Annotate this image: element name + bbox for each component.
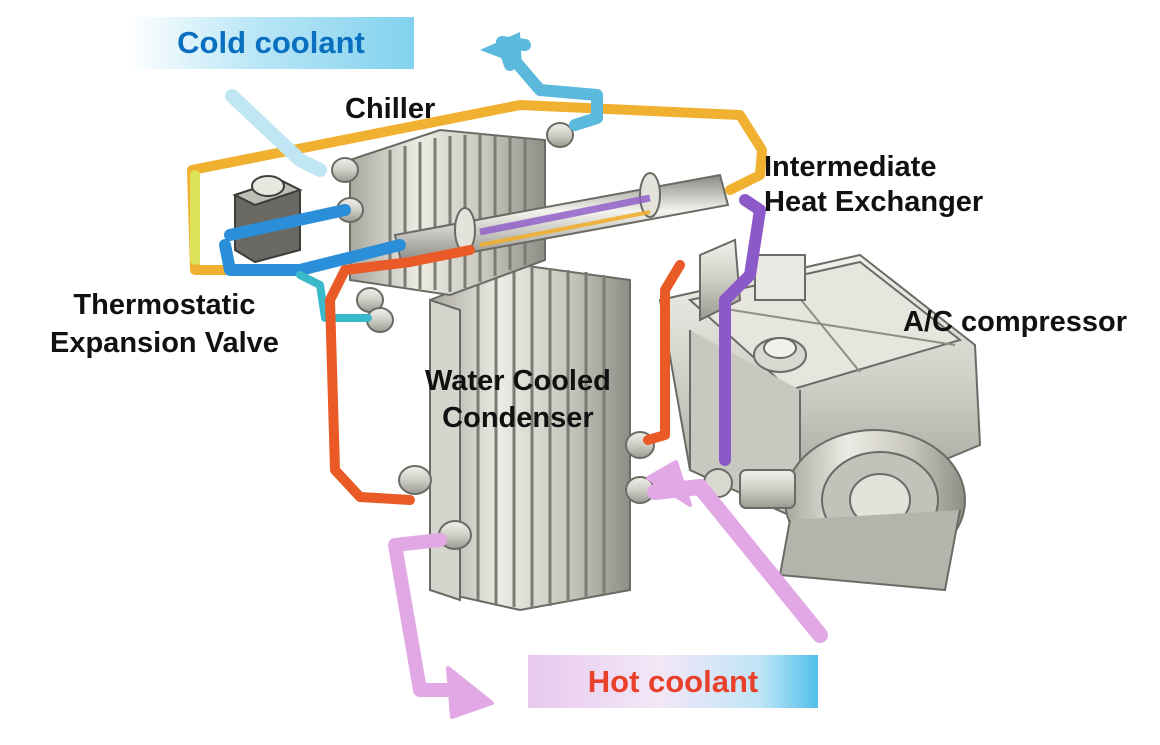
intermediate-heat-exchanger-label-line-1: Intermediate bbox=[764, 150, 983, 185]
thermostatic-expansion-valve-label-line-1: Thermostatic bbox=[50, 286, 279, 324]
water-cooled-condenser-label-line-2: Condenser bbox=[425, 400, 611, 437]
water-cooled-condenser-unit bbox=[399, 265, 654, 610]
thermostatic-expansion-valve-label: Thermostatic Expansion Valve bbox=[50, 286, 279, 362]
cold-coolant-banner: Cold coolant bbox=[128, 17, 414, 69]
thermostatic-expansion-valve-label-line-2: Expansion Valve bbox=[50, 324, 279, 362]
ac-compressor-unit bbox=[660, 240, 980, 590]
water-cooled-condenser-label-line-1: Water Cooled bbox=[425, 363, 611, 400]
water-cooled-condenser-label: Water Cooled Condenser bbox=[425, 363, 611, 437]
hot-coolant-banner: Hot coolant bbox=[528, 655, 818, 708]
chiller-label: Chiller bbox=[345, 92, 435, 126]
intermediate-heat-exchanger-label-line-2: Heat Exchanger bbox=[764, 185, 983, 220]
ac-compressor-label: A/C compressor bbox=[903, 305, 1127, 339]
intermediate-heat-exchanger-label: Intermediate Heat Exchanger bbox=[764, 150, 983, 220]
